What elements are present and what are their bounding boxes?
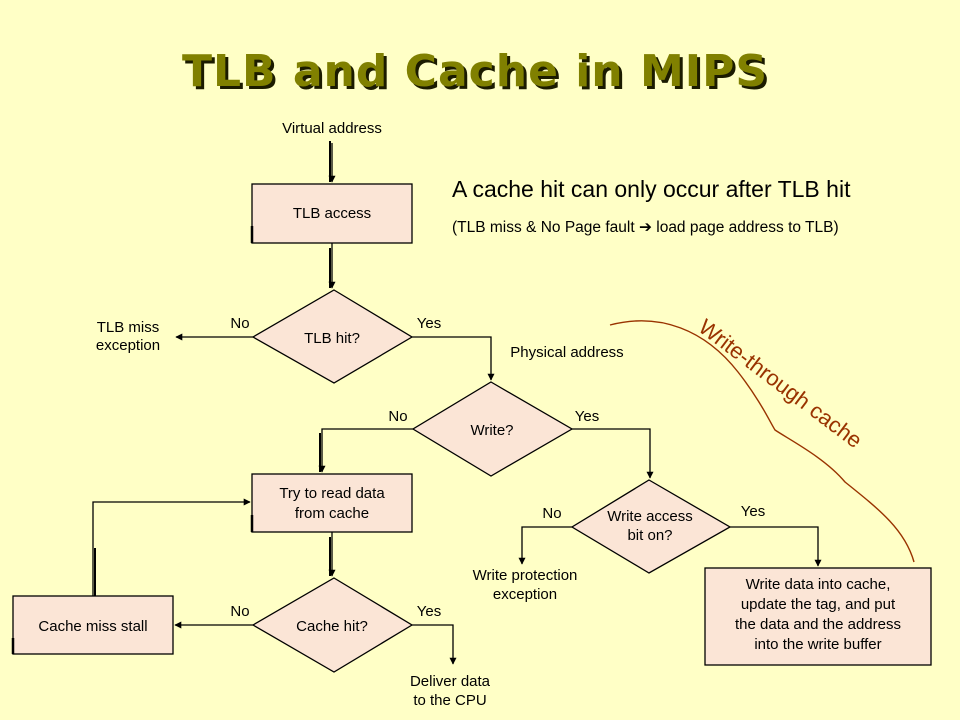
tlb-miss-exception-label-2: exception [96, 337, 160, 354]
physical-address-label: Physical address [510, 344, 623, 361]
tlb-miss-note: (TLB miss & No Page fault ➔ load page ad… [452, 218, 839, 237]
arrow-write-access-yes [730, 526, 822, 567]
try-read-label-2: from cache [295, 505, 369, 522]
tlb-miss-note-text-2: load page address to TLB) [656, 219, 839, 236]
write-data-label-2: update the tag, and put [741, 596, 896, 613]
arrow-cache-hit-yes [412, 624, 457, 665]
tlb-hit-decision: TLB hit? [251, 289, 414, 384]
write-data-label-1: Write data into cache, [746, 576, 891, 593]
tlb-hit-no-label: No [230, 315, 249, 332]
cache-miss-stall-label: Cache miss stall [38, 618, 147, 635]
deliver-data-label-1: Deliver data [410, 673, 491, 690]
arrow-stall-to-read [92, 498, 251, 596]
write-yes-label: Yes [575, 408, 599, 425]
write-access-yes-label: Yes [741, 503, 765, 520]
tlb-miss-note-text: (TLB miss & No Page fault [452, 219, 635, 236]
write-access-label-2: bit on? [627, 527, 672, 544]
slide-title: TLB and Cache in MIPS [181, 46, 769, 97]
try-read-box: Try to read data from cache [250, 473, 413, 533]
tlb-miss-exception-label-1: TLB miss [97, 319, 160, 336]
arrow-write-yes [572, 428, 654, 479]
write-decision: Write? [411, 381, 574, 477]
tlb-hit-yes-label: Yes [417, 315, 441, 332]
tlb-access-label: TLB access [293, 205, 371, 222]
write-data-label-4: into the write buffer [754, 636, 881, 653]
cache-hit-yes-label: Yes [417, 603, 441, 620]
write-access-label-1: Write access [607, 508, 693, 525]
write-through-label: Write-through cache [694, 314, 867, 453]
cache-hit-label: Cache hit? [296, 618, 368, 635]
arrow-write-access-no [518, 526, 572, 565]
write-protection-label-2: exception [493, 586, 557, 603]
cache-hit-decision: Cache hit? [251, 577, 414, 673]
write-data-label-3: the data and the address [735, 616, 901, 633]
write-data-box: Write data into cache, update the tag, a… [704, 567, 932, 666]
right-arrow-icon: ➔ [638, 219, 652, 236]
virtual-address-label: Virtual address [282, 120, 382, 137]
arrow-write-no [318, 428, 413, 473]
try-read-label-1: Try to read data [279, 485, 385, 502]
write-access-no-label: No [542, 505, 561, 522]
write-decision-label: Write? [470, 422, 513, 439]
tlb-access-box: TLB access [250, 183, 413, 244]
arrow-tlb-hit-yes [412, 336, 495, 381]
cache-hit-no-label: No [230, 603, 249, 620]
tlb-hit-label: TLB hit? [304, 330, 360, 347]
write-through-brace [609, 320, 915, 563]
cache-miss-stall-box: Cache miss stall [11, 595, 174, 655]
cache-hit-note: A cache hit can only occur after TLB hit [452, 176, 851, 202]
deliver-data-label-2: to the CPU [413, 692, 486, 709]
write-no-label: No [388, 408, 407, 425]
write-protection-label-1: Write protection [473, 567, 578, 584]
write-access-decision: Write access bit on? [570, 479, 732, 574]
